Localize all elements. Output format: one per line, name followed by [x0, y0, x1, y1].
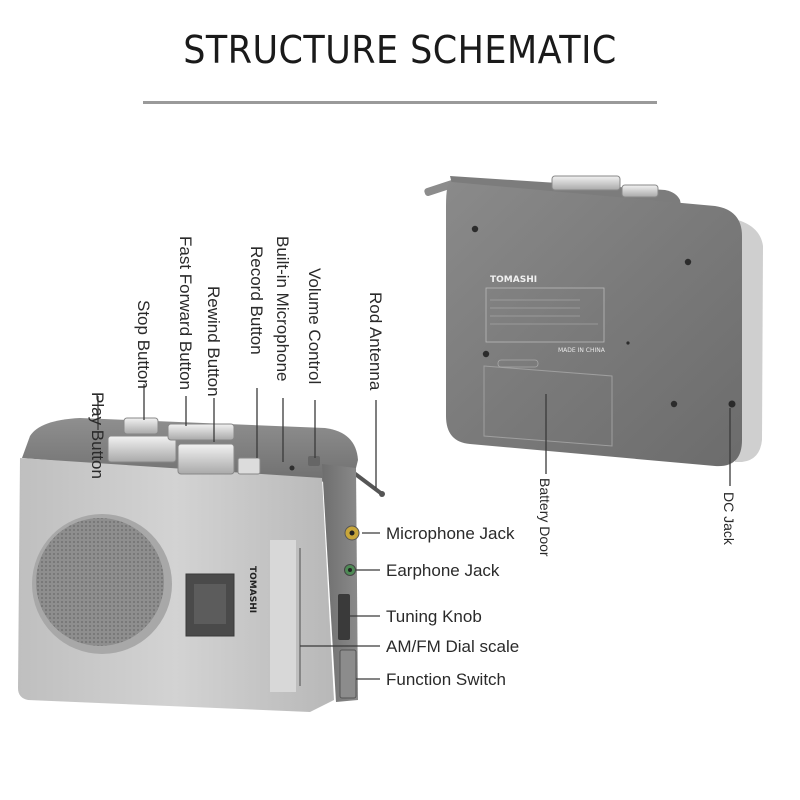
tuning-knob[interactable] — [338, 594, 350, 640]
fast-forward-button[interactable] — [167, 423, 235, 441]
back-hole — [626, 341, 630, 345]
dc-jack — [728, 400, 736, 408]
label-volume-control: Volume Control — [305, 268, 324, 384]
label-rod-antenna: Rod Antenna — [366, 292, 385, 391]
rewind-button[interactable] — [177, 443, 235, 475]
label-stop-button: Stop Button — [134, 300, 153, 389]
builtin-microphone — [289, 465, 295, 471]
title-divider — [143, 101, 657, 104]
function-switch[interactable] — [339, 649, 357, 699]
back-top-buttons — [551, 175, 621, 191]
label-dc-jack: DC Jack — [721, 492, 737, 546]
label-rewind-button: Rewind Button — [204, 286, 223, 397]
callout-lines — [97, 384, 731, 680]
battery-door-latch — [497, 359, 539, 368]
label-microphone-jack: Microphone Jack — [386, 524, 515, 543]
record-button[interactable] — [237, 457, 261, 475]
label-function-switch: Function Switch — [386, 670, 506, 689]
page-title: STRUCTURE SCHEMATIC — [183, 28, 617, 72]
front-right-side — [322, 464, 358, 702]
label-earphone-jack: Earphone Jack — [386, 561, 500, 580]
label-record-button: Record Button — [247, 246, 266, 355]
back-made-in-text: MADE IN CHINA — [558, 347, 606, 354]
label-dial-scale: AM/FM Dial scale — [386, 637, 519, 656]
label-fast-forward-button: Fast Forward Button — [176, 236, 195, 390]
dial-scale — [270, 540, 296, 692]
stop-button[interactable] — [123, 417, 159, 435]
back-brand-text: TOMASHI — [490, 275, 537, 285]
back-screw — [670, 400, 678, 408]
label-tuning-knob: Tuning Knob — [386, 607, 482, 626]
play-button[interactable] — [107, 435, 177, 463]
device-front-view: TOMASHI — [18, 417, 385, 712]
volume-control[interactable] — [308, 456, 320, 466]
speaker-grill — [36, 518, 164, 646]
back-label-plate — [485, 287, 605, 343]
battery-door — [483, 365, 613, 447]
device-back-view: TOMASHI MADE IN CHINA — [424, 175, 763, 467]
back-screw — [684, 258, 692, 266]
back-screw — [471, 225, 479, 233]
label-battery-door: Battery Door — [537, 478, 553, 557]
back-screw — [482, 350, 490, 358]
label-play-button: Play Button — [88, 392, 107, 479]
back-stop-button — [621, 184, 659, 198]
label-builtin-microphone: Built-in Microphone — [273, 236, 292, 382]
front-brand-text: TOMASHI — [247, 566, 257, 613]
